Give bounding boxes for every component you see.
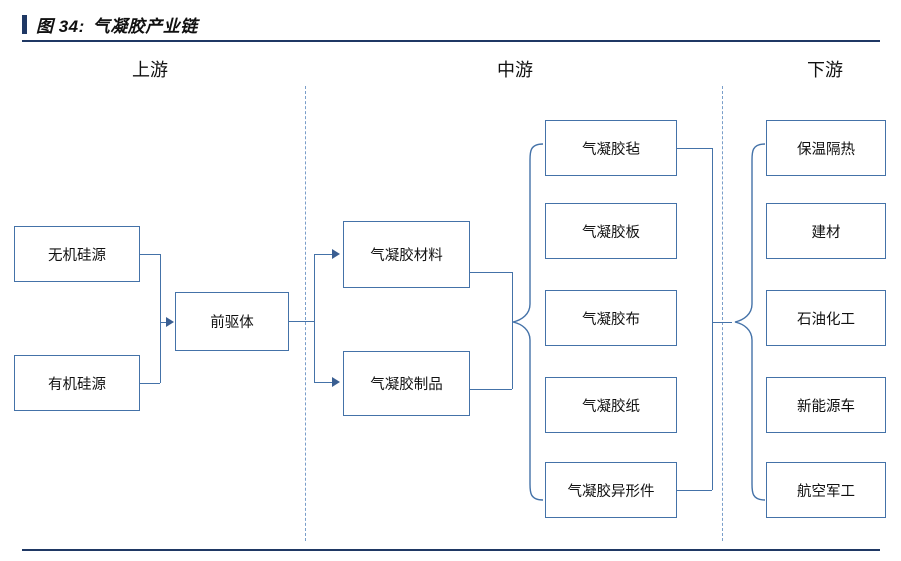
box-label: 建材 — [811, 224, 841, 241]
connector-precursor-out-h — [289, 321, 314, 322]
box-new-energy-vehicles[interactable]: 新能源车 — [766, 377, 886, 433]
box-label: 气凝胶材料 — [370, 248, 443, 264]
box-label: 气凝胶布 — [582, 311, 640, 328]
title-rule-top — [22, 40, 880, 42]
brace-midstream-products — [512, 142, 544, 502]
box-aerospace-military[interactable]: 航空军工 — [766, 462, 886, 518]
figure-label: 图 34: — [36, 16, 85, 36]
arrow-to-precursor — [166, 317, 174, 327]
box-label: 气凝胶制品 — [370, 377, 443, 393]
box-petrochemical[interactable]: 石油化工 — [766, 290, 886, 346]
box-aerogel-cloth[interactable]: 气凝胶布 — [545, 290, 677, 346]
box-building-materials[interactable]: 建材 — [766, 203, 886, 259]
connector-material-down — [512, 272, 513, 322]
connector-organic-to-precursor-h — [140, 383, 160, 384]
box-inorganic-silicon-source[interactable]: 无机硅源 — [14, 226, 140, 282]
arrow-to-aerogel-material — [332, 249, 340, 259]
box-label: 新能源车 — [797, 398, 855, 415]
connector-right-trunk-upper — [712, 148, 713, 322]
box-aerogel-board[interactable]: 气凝胶板 — [545, 203, 677, 259]
box-aerogel-product[interactable]: 气凝胶制品 — [343, 351, 470, 416]
connector-material-out — [470, 272, 512, 273]
connector-precursor-to-material — [314, 254, 333, 255]
connector-product-out — [470, 389, 512, 390]
box-organic-silicon-source[interactable]: 有机硅源 — [14, 355, 140, 411]
connector-precursor-out-v — [314, 254, 315, 382]
connector-shaped-right — [677, 490, 712, 491]
figure-title-row: 图 34: 气凝胶产业链 — [22, 10, 882, 38]
box-label: 气凝胶异形件 — [567, 483, 655, 500]
box-label: 前驱体 — [210, 315, 254, 331]
box-label: 航空军工 — [797, 483, 855, 500]
divider-midstream-downstream — [722, 86, 723, 541]
box-aerogel-shaped-parts[interactable]: 气凝胶异形件 — [545, 462, 677, 518]
box-precursor[interactable]: 前驱体 — [175, 292, 289, 351]
arrow-to-aerogel-product — [332, 377, 340, 387]
connector-blanket-right — [677, 148, 712, 149]
connector-inorganic-to-precursor-h — [140, 254, 160, 255]
connector-product-up — [512, 322, 513, 389]
box-label: 气凝胶纸 — [582, 398, 640, 415]
title-accent-bar — [22, 14, 27, 34]
connector-precursor-to-product — [314, 382, 333, 383]
connector-right-trunk-lower — [712, 322, 713, 490]
connector-organic-to-precursor-v — [160, 322, 161, 383]
box-aerogel-material[interactable]: 气凝胶材料 — [343, 221, 470, 288]
section-header-midstream: 中游 — [497, 60, 533, 80]
section-header-downstream: 下游 — [807, 60, 843, 80]
box-aerogel-blanket[interactable]: 气凝胶毡 — [545, 120, 677, 176]
connector-inorganic-to-precursor-v — [160, 254, 161, 322]
connector-to-downstream-brace — [712, 322, 732, 323]
figure-rule-bottom — [22, 549, 880, 551]
divider-upstream-midstream — [305, 86, 306, 541]
brace-downstream — [734, 142, 766, 502]
box-label: 气凝胶毡 — [582, 141, 640, 158]
box-thermal-insulation[interactable]: 保温隔热 — [766, 120, 886, 176]
box-label: 气凝胶板 — [582, 224, 640, 241]
box-label: 无机硅源 — [48, 247, 106, 264]
section-header-upstream: 上游 — [132, 60, 168, 80]
box-label: 有机硅源 — [48, 376, 106, 393]
box-label: 石油化工 — [797, 311, 855, 328]
box-aerogel-paper[interactable]: 气凝胶纸 — [545, 377, 677, 433]
connector-precursor-inlet — [160, 322, 167, 323]
box-label: 保温隔热 — [797, 141, 855, 158]
page-title: 气凝胶产业链 — [92, 16, 198, 36]
